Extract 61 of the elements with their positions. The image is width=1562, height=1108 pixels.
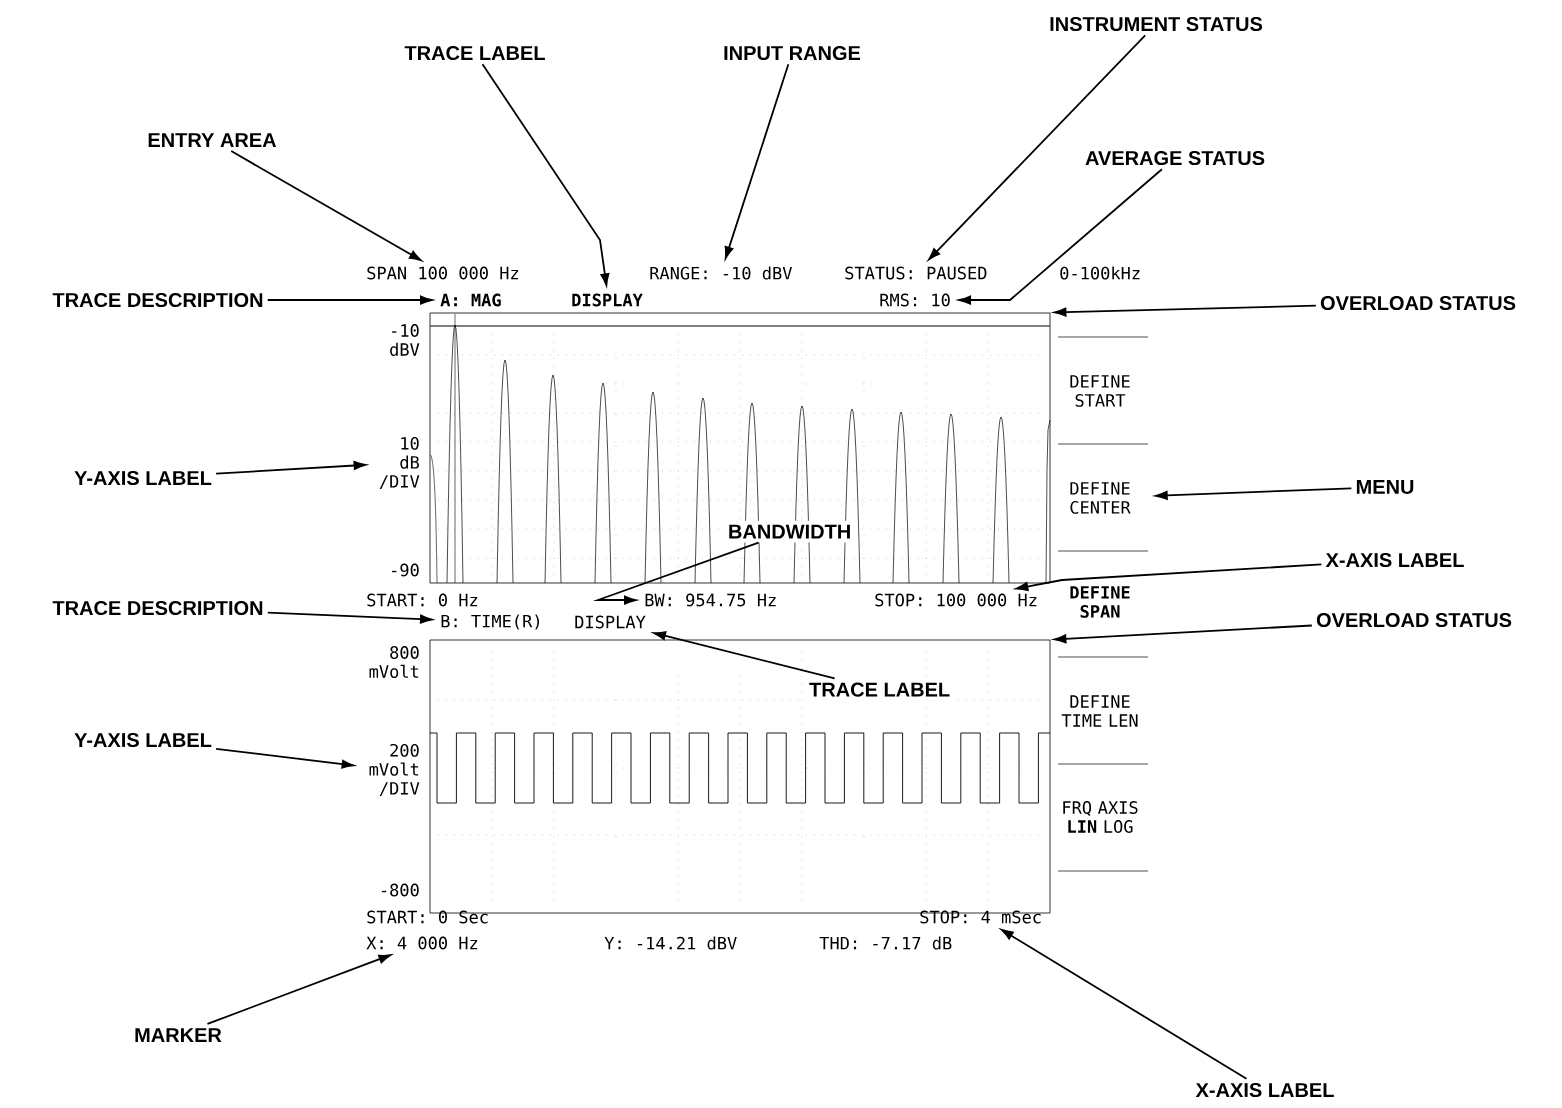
display-text: THD: -7.17 dB: [819, 936, 952, 950]
leader-arrow: [1053, 624, 1313, 644]
display-text: -800: [381, 883, 419, 897]
display-text: 0-100kHz: [1060, 266, 1140, 280]
display-text: B: TIME(R): [441, 614, 539, 630]
display-text: A: MAG: [440, 293, 501, 307]
callout-label: Y-AXIS LABEL: [70, 728, 216, 752]
leader-arrow: [206, 954, 392, 1025]
callout-label: TRACE DESCRIPTION: [48, 288, 268, 312]
callout-label: TRACE LABEL: [805, 678, 955, 701]
display-text: FRQ AXIS LIN LOG: [1063, 801, 1138, 833]
display-text: START: 0 Hz: [367, 593, 478, 607]
display-text: X: 4 000 Hz: [366, 936, 478, 950]
leader-arrow: [215, 461, 367, 475]
leader-arrow: [1155, 487, 1353, 500]
display-text: DEFINE SPAN: [1070, 586, 1130, 618]
display-text: DISPLAY: [575, 615, 646, 629]
leader-arrow: [592, 541, 760, 605]
callout-label: X-AXIS LABEL: [1191, 1078, 1339, 1102]
display-text: RANGE: -10 dBV: [650, 266, 792, 280]
callout-label: MARKER: [130, 1024, 226, 1046]
display-text: -90: [392, 563, 419, 577]
callout-label: MENU: [1351, 476, 1419, 498]
display-text: 10 dB /DIV: [379, 436, 420, 490]
leader-arrow: [928, 34, 1147, 261]
callout-label: OVERLOAD STATUS: [1316, 291, 1520, 315]
leader-arrow: [266, 295, 433, 305]
callout-label: ENTRY AREA: [143, 129, 281, 151]
callout-label: Y-AXIS LABEL: [70, 466, 216, 490]
display-text: DEFINE CENTER: [1070, 482, 1131, 514]
display-text: -10 dBV: [390, 324, 420, 356]
display-text: DEFINE TIME LEN: [1061, 695, 1138, 727]
callout-label: INSTRUMENT STATUS: [1045, 12, 1267, 36]
callout-label: INPUT RANGE: [719, 41, 865, 65]
leader-arrow: [266, 611, 433, 624]
leader-arrow: [1015, 563, 1323, 591]
callout-label: TRACE LABEL: [400, 41, 550, 65]
display-text: STOP: 100 000 Hz: [875, 593, 1037, 607]
display-text: 200 mVolt /DIV: [369, 743, 420, 797]
callout-label: OVERLOAD STATUS: [1312, 608, 1516, 632]
callout-label: TRACE DESCRIPTION: [48, 596, 268, 620]
leader-arrow: [230, 150, 422, 262]
display-text: DEFINE START: [1070, 375, 1130, 407]
leader-arrow: [958, 168, 1163, 305]
display-text: RMS: 10: [880, 293, 950, 307]
display-text: DISPLAY: [572, 293, 643, 307]
leader-arrow: [1053, 304, 1317, 317]
display-text: 800 mVolt: [369, 646, 419, 678]
callout-label: BANDWIDTH: [723, 520, 856, 543]
display-text: BW: 954.75 Hz: [645, 593, 776, 607]
display-text: Y: -14.21 dBV: [604, 936, 737, 950]
callout-label: X-AXIS LABEL: [1321, 548, 1469, 572]
leader-arrow: [653, 631, 836, 680]
leader-arrow: [1000, 929, 1248, 1080]
leader-arrow: [215, 747, 355, 769]
display-text: STATUS: PAUSED: [845, 266, 987, 280]
leader-arrow: [481, 63, 610, 286]
display-text: STOP: 4 mSec: [920, 910, 1041, 924]
display-text: START: 0 Sec: [367, 910, 488, 924]
callout-label: AVERAGE STATUS: [1081, 146, 1269, 170]
display-text: SPAN 100 000 Hz: [367, 266, 519, 280]
